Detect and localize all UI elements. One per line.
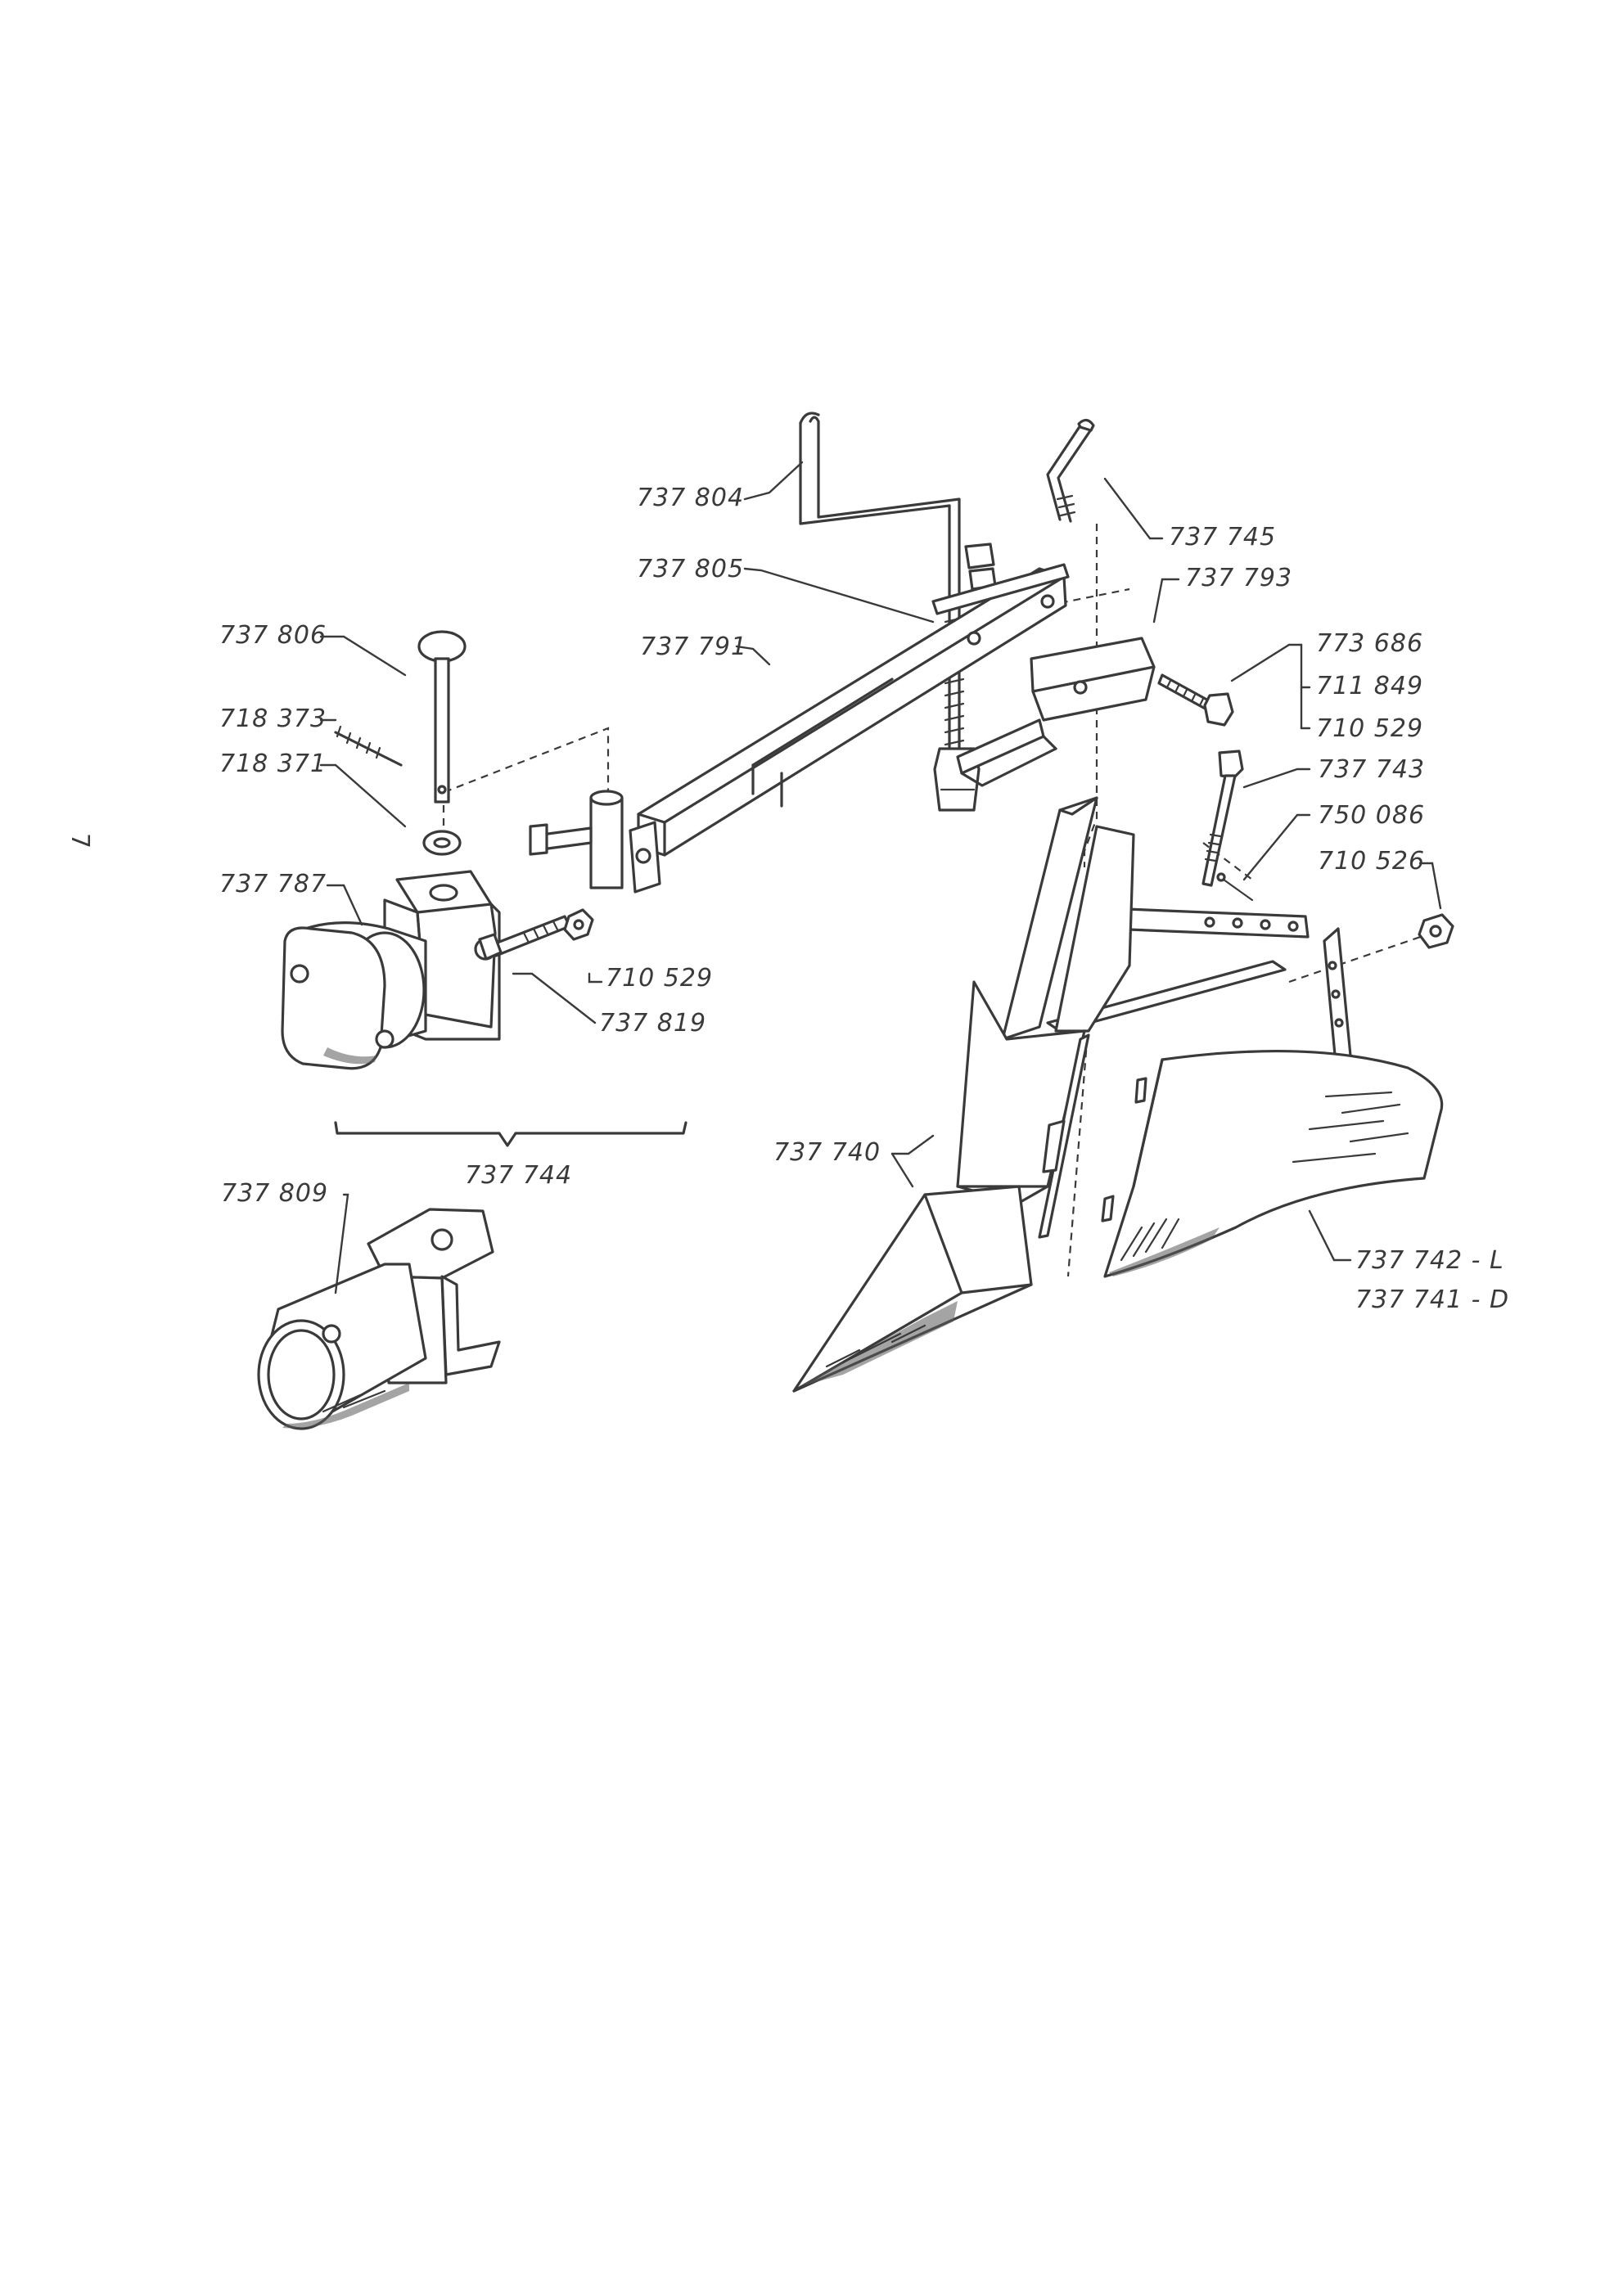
label-737793: 737 793: [1185, 564, 1292, 592]
page-number: 7: [65, 833, 94, 849]
tilting-bracket-737793: [956, 637, 1156, 787]
label-737741-d: 737 741 - D: [1355, 1285, 1509, 1314]
label-718373: 718 373: [219, 705, 327, 733]
label-737804: 737 804: [637, 484, 744, 512]
tilt-bolt-773686: [1157, 673, 1234, 727]
assembly-brace-737744: [334, 1121, 688, 1147]
hitch-assembly-737787: [281, 870, 501, 1070]
long-bolt-737743: [1201, 750, 1244, 887]
plough-body-737740: [792, 796, 1310, 1393]
label-737742-l: 737 742 - L: [1355, 1246, 1504, 1275]
label-718371: 718 371: [219, 750, 327, 778]
label-737787: 737 787: [219, 870, 327, 898]
main-beam-737791: [629, 563, 1070, 894]
label-773686: 773 686: [1316, 629, 1423, 658]
label-710529-upper: 710 529: [1316, 714, 1423, 743]
label-737745: 737 745: [1169, 523, 1276, 551]
label-711849: 711 849: [1316, 672, 1423, 700]
beam-clamp-sleeve: [529, 790, 624, 889]
label-737744: 737 744: [465, 1161, 572, 1190]
mouldboard-737742-737741: [1101, 927, 1444, 1278]
hitch-pin-737806: [417, 630, 467, 804]
label-737806: 737 806: [219, 621, 327, 650]
nut-710529-lower: [563, 908, 594, 941]
nut-710526: [1418, 913, 1454, 949]
pin-750086: [1216, 872, 1254, 902]
label-710529-lower: 710 529: [606, 964, 713, 993]
label-737791: 737 791: [640, 633, 747, 661]
label-737743: 737 743: [1318, 755, 1425, 784]
label-737809: 737 809: [221, 1179, 328, 1208]
label-737740: 737 740: [773, 1138, 881, 1167]
label-710526: 710 526: [1318, 847, 1425, 876]
handle-rod-737745: [1046, 418, 1095, 523]
leader-lines: [319, 461, 1442, 1294]
label-750086: 750 086: [1318, 801, 1425, 830]
part-number-labels: 737 804 737 805 737 745 737 793 737 806 …: [219, 484, 1509, 1314]
washer-718371: [422, 830, 462, 856]
cotter-pin-718373: [334, 725, 403, 767]
label-737805: 737 805: [637, 555, 744, 583]
label-737819: 737 819: [599, 1009, 706, 1038]
hitch-bolt-737819: [478, 915, 571, 961]
hitch-bracket-737809: [257, 1208, 501, 1430]
